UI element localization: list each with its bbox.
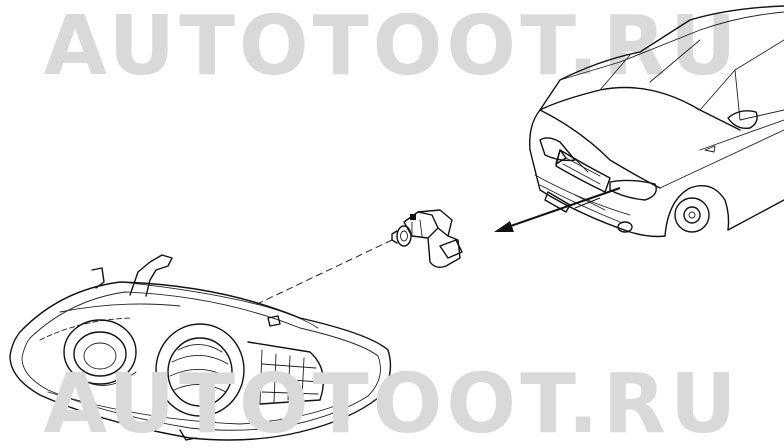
removal-arrow [494,187,621,232]
headlight-leveling-motor [391,209,463,269]
leader-dashed-line [254,239,393,306]
car-illustration [529,5,784,238]
headlamp-assembly [9,254,392,441]
